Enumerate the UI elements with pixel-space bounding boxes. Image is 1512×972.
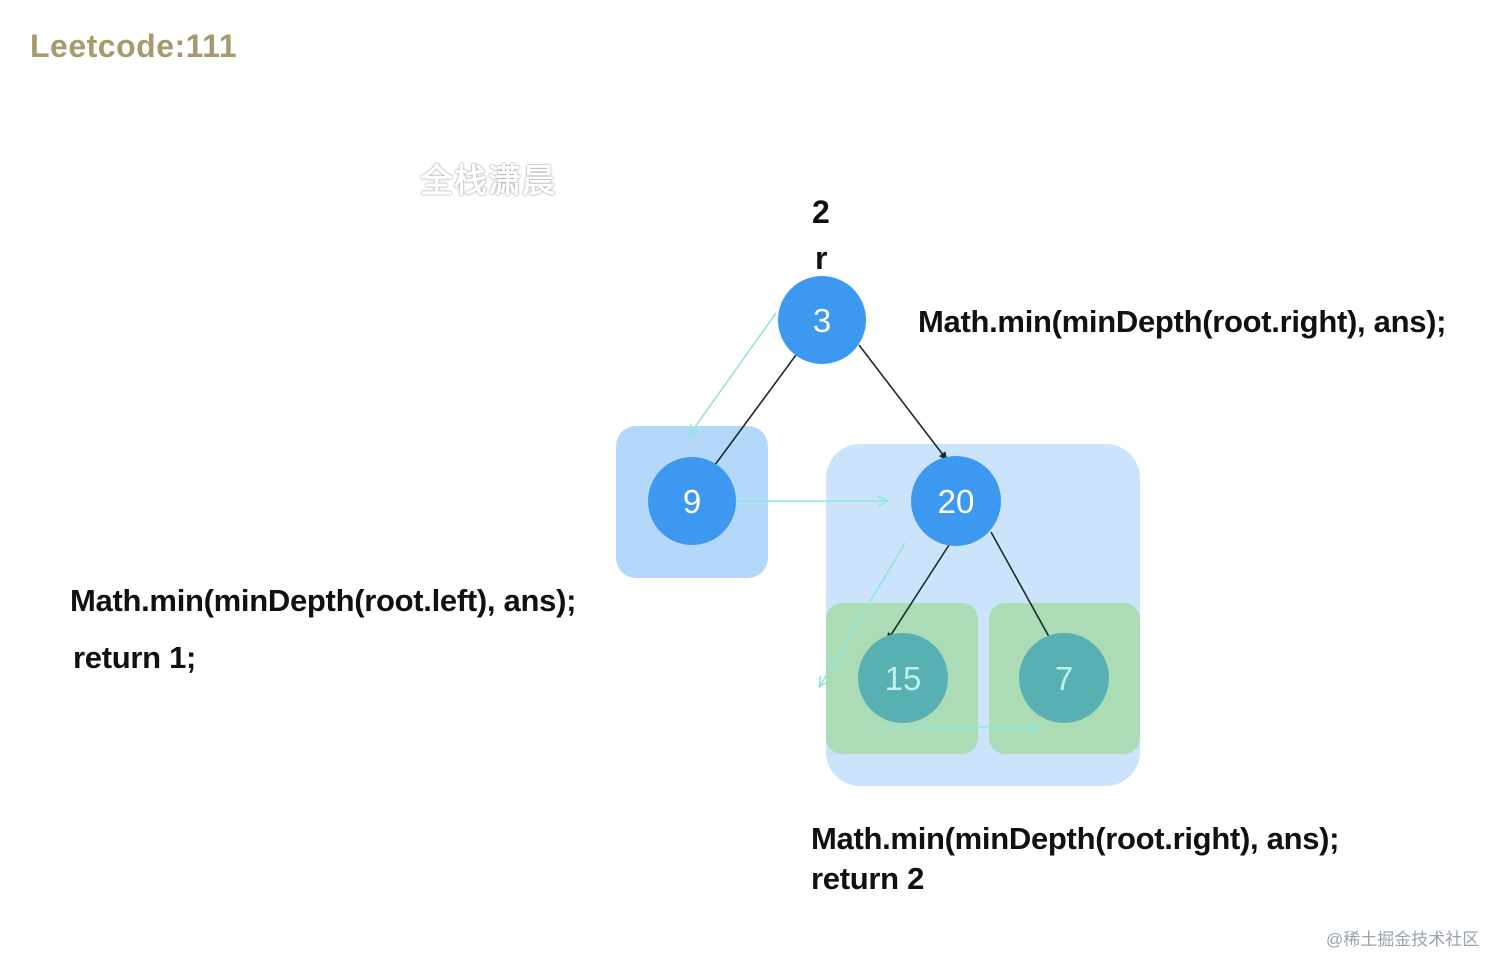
depth-label: 2 [812, 194, 830, 230]
site-watermark: @稀土掘金技术社区 [1326, 930, 1480, 949]
author-watermark: 全栈潇晨 [420, 162, 556, 199]
node-20-label: 20 [938, 483, 975, 520]
node-7-label: 7 [1055, 660, 1073, 697]
node-15-label: 15 [885, 660, 922, 697]
traversal-arrow-3-to-9 [690, 312, 777, 434]
node-7-circle [1019, 633, 1109, 723]
node-15-circle [858, 633, 948, 723]
code-return-1: return 1; [73, 640, 197, 675]
edge-3-to-20 [858, 344, 948, 461]
pointer-label: r [815, 240, 828, 276]
page-title: Leetcode:111 [30, 28, 237, 64]
traversal-arrow-20-to-15 [820, 542, 906, 686]
edge-3-to-9 [708, 354, 797, 474]
node-3-label: 3 [813, 302, 831, 339]
code-root-right: Math.min(minDepth(root.right), ans); [918, 304, 1447, 339]
edge-20-to-7 [990, 531, 1054, 645]
node-3-circle [778, 276, 866, 364]
edge-20-to-15 [886, 544, 950, 642]
node-9-circle [648, 457, 736, 545]
node-20-circle [911, 456, 1001, 546]
code-left: Math.min(minDepth(root.left), ans); [70, 583, 577, 618]
code-right-bottom: Math.min(minDepth(root.right), ans); [811, 821, 1340, 856]
node-9-label: 9 [683, 483, 701, 520]
code-return-2: return 2 [811, 861, 925, 896]
